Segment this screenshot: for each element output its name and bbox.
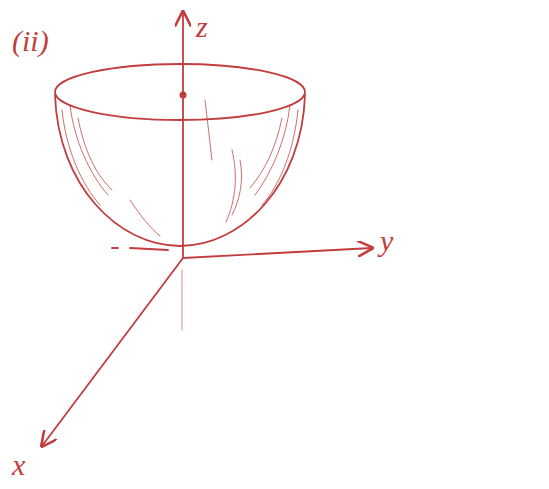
- y-axis: [183, 248, 372, 258]
- part-label: (ii): [12, 26, 49, 56]
- z-axis: [182, 12, 184, 258]
- axis-label: z: [196, 12, 208, 42]
- apex-dot: [180, 92, 187, 99]
- paraboloid-surface: [55, 95, 305, 246]
- shading-hatch: [62, 100, 298, 236]
- negative-z-dash: [182, 270, 183, 330]
- paraboloid-rim: [55, 64, 305, 120]
- negative-y-dash: [112, 248, 168, 250]
- x-axis: [42, 258, 183, 446]
- axis-label: y: [380, 226, 393, 256]
- axis-label: x: [12, 450, 25, 480]
